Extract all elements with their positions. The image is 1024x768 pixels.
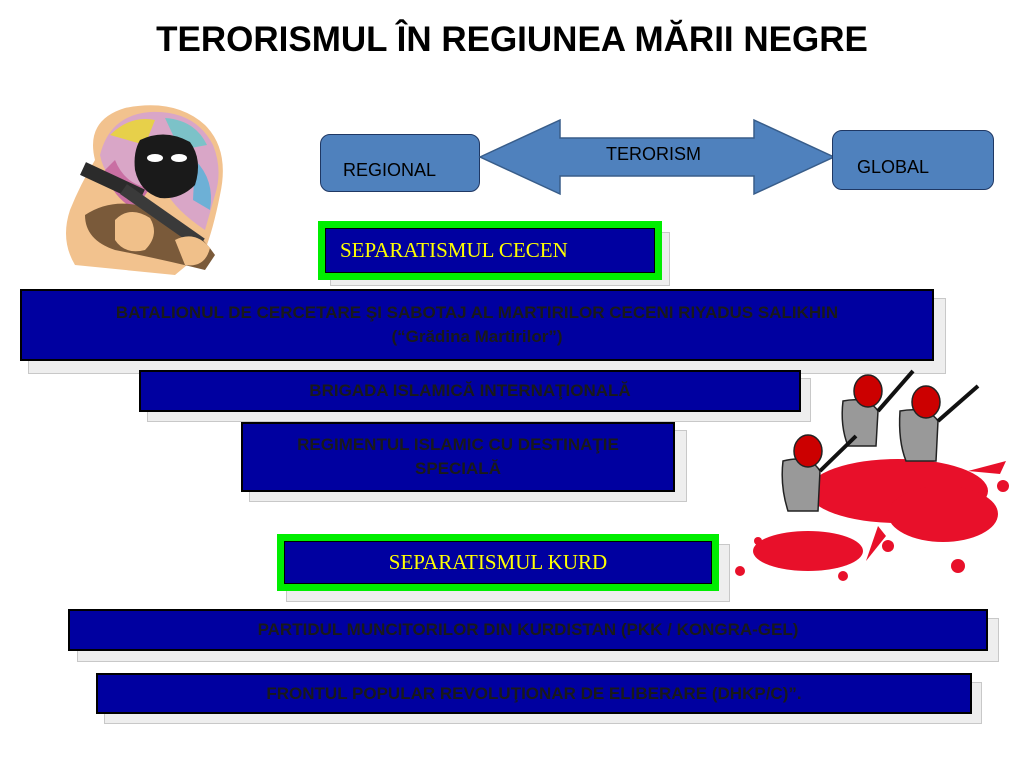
armed-group-icon bbox=[735, 369, 1009, 581]
section-frame-kurd: SEPARATISMUL KURD bbox=[277, 534, 719, 591]
section-heading-kurd: SEPARATISMUL KURD bbox=[284, 541, 712, 584]
list-item: REGIMENTUL ISLAMIC CU DESTINAŢIE SPECIAL… bbox=[241, 422, 675, 492]
item-text-line1: BRIGADA ISLAMICĂ INTERNAŢIONALĂ bbox=[309, 381, 631, 401]
item-text-line1: BATALIONUL DE CERCETARE ŞI SABOTAJ AL MA… bbox=[115, 303, 839, 323]
list-item: PARTIDUL MUNCITORILOR DIN KURDISTAN (PKK… bbox=[68, 609, 988, 651]
list-item: BATALIONUL DE CERCETARE ŞI SABOTAJ AL MA… bbox=[20, 289, 934, 361]
terrorism-arrow-label: TERORISM bbox=[606, 144, 702, 164]
masked-fighter-icon bbox=[66, 105, 223, 275]
blood-splatter-icon bbox=[735, 459, 1009, 581]
item-text-line1: REGIMENTUL ISLAMIC CU DESTINAŢIE bbox=[297, 435, 619, 455]
regional-label: REGIONAL bbox=[343, 160, 437, 180]
item-text-line2: (“Grădina Martirilor”) bbox=[391, 327, 563, 346]
regional-box: REGIONAL bbox=[320, 134, 480, 192]
list-item: FRONTUL POPULAR REVOLUŢIONAR DE ELIBERAR… bbox=[96, 673, 972, 714]
global-label: GLOBAL bbox=[857, 157, 930, 177]
section-heading-chechen: SEPARATISMUL CECEN bbox=[325, 228, 655, 273]
global-box: GLOBAL bbox=[832, 130, 994, 190]
item-text-line1: FRONTUL POPULAR REVOLUŢIONAR DE ELIBERAR… bbox=[266, 683, 802, 703]
page-title: TERORISMUL ÎN REGIUNEA MĂRII NEGRE bbox=[156, 20, 868, 59]
item-text-line2: SPECIALĂ bbox=[415, 459, 501, 478]
item-text-line1: PARTIDUL MUNCITORILOR DIN KURDISTAN (PKK… bbox=[257, 620, 799, 640]
section-frame-chechen: SEPARATISMUL CECEN bbox=[318, 221, 662, 280]
list-item: BRIGADA ISLAMICĂ INTERNAŢIONALĂ bbox=[139, 370, 801, 412]
